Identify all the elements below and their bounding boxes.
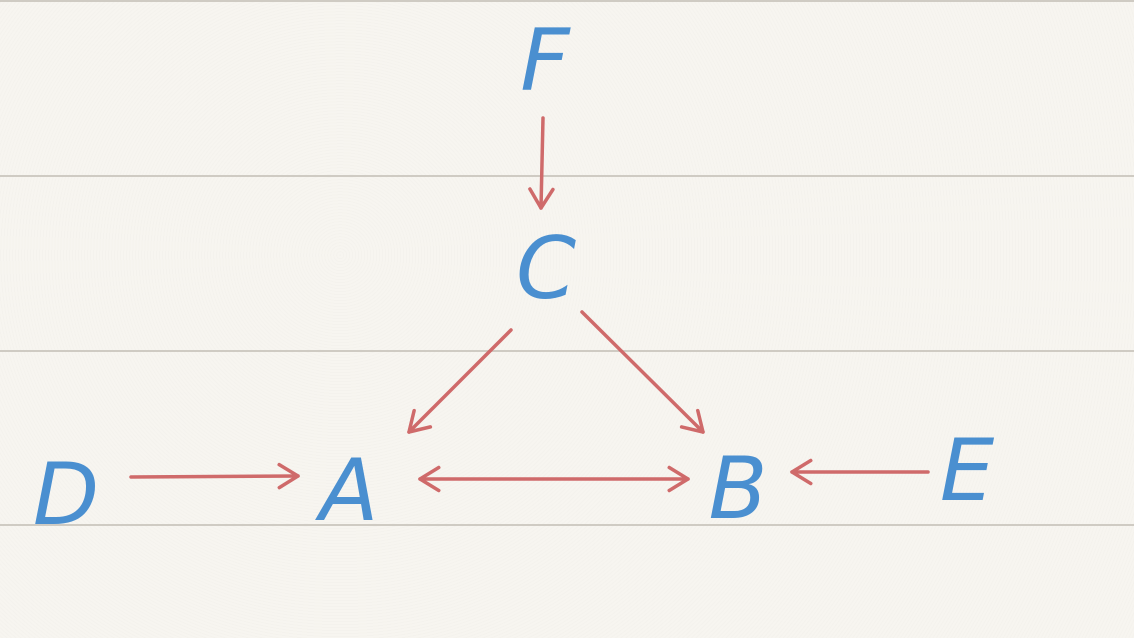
arrowhead [418, 465, 441, 493]
edge-C-B [580, 310, 705, 434]
node-A: A [315, 441, 379, 541]
arrowhead [667, 465, 690, 493]
arrowhead [528, 187, 555, 210]
edge-A-B [418, 465, 690, 493]
arrowhead [790, 458, 813, 486]
edge-D-A [129, 462, 300, 490]
edges-layer [129, 116, 930, 493]
node-D: D [33, 445, 99, 545]
ruled-line [0, 350, 1134, 352]
arrowhead [407, 408, 433, 434]
ruled-line [0, 524, 1134, 526]
edge-line [580, 310, 705, 434]
ruled-line [0, 0, 1134, 2]
edge-F-C [528, 116, 555, 210]
nodes-layer: F C D A B E [33, 11, 995, 545]
edge-line [539, 116, 545, 210]
edge-C-A [407, 328, 513, 434]
edge-E-B [790, 458, 930, 486]
edge-line [129, 474, 300, 479]
edge-line [407, 328, 513, 434]
arrowhead [679, 408, 705, 434]
node-E: E [940, 421, 995, 521]
node-C: C [516, 219, 576, 319]
arrowhead [277, 462, 300, 490]
ruled-line [0, 175, 1134, 177]
node-B: B [709, 439, 768, 539]
node-F: F [520, 11, 571, 111]
